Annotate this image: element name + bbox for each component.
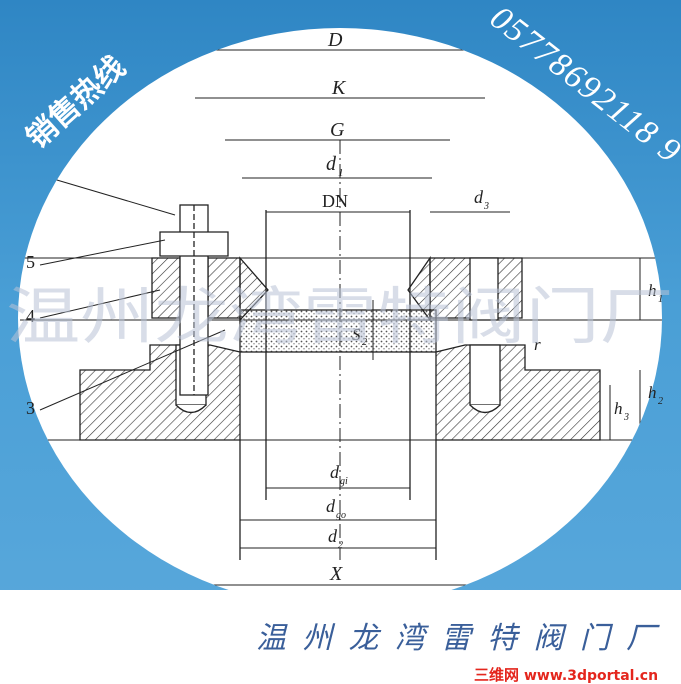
dim-d3: d (474, 187, 484, 207)
watermark-text: 温州龙湾雷特阀门厂 (6, 280, 674, 353)
site-cn: 三维网 (474, 666, 519, 684)
dim-h3: h (614, 399, 623, 418)
dim-h1-sub: 1 (658, 294, 663, 305)
dim-d3-sub: 3 (483, 201, 489, 212)
dim-d2: d (328, 526, 338, 546)
dim-S2-sub: 2 (362, 337, 367, 348)
company-name: 温州龙湾雷特阀门厂 (256, 621, 660, 656)
dim-dgi: d (330, 462, 340, 482)
dim-K: K (331, 77, 347, 99)
dim-dgi-sub: gi (340, 476, 348, 487)
dim-d1-sub: 1 (338, 167, 344, 179)
dim-dgo: d (326, 496, 336, 516)
callout-5: 5 (26, 252, 35, 272)
dim-G: G (330, 119, 345, 141)
dim-h1: h (648, 281, 657, 300)
dim-dgo-sub: go (336, 510, 346, 521)
dim-h3-sub: 3 (623, 412, 629, 423)
callout-3: 3 (26, 398, 35, 418)
dim-DN: DN (322, 191, 348, 211)
dim-d2-sub: 2 (338, 540, 343, 551)
callout-4: 4 (26, 306, 35, 326)
site-url: www.3dportal.cn (524, 668, 658, 684)
dim-r: r (534, 335, 541, 354)
dim-S2: S (352, 325, 361, 344)
dim-D: D (327, 29, 343, 51)
gasket (239, 309, 437, 353)
dim-d1: d (326, 153, 337, 175)
dim-h2: h (648, 383, 657, 402)
dim-h2-sub: 2 (658, 396, 663, 407)
dim-X: X (329, 563, 343, 585)
